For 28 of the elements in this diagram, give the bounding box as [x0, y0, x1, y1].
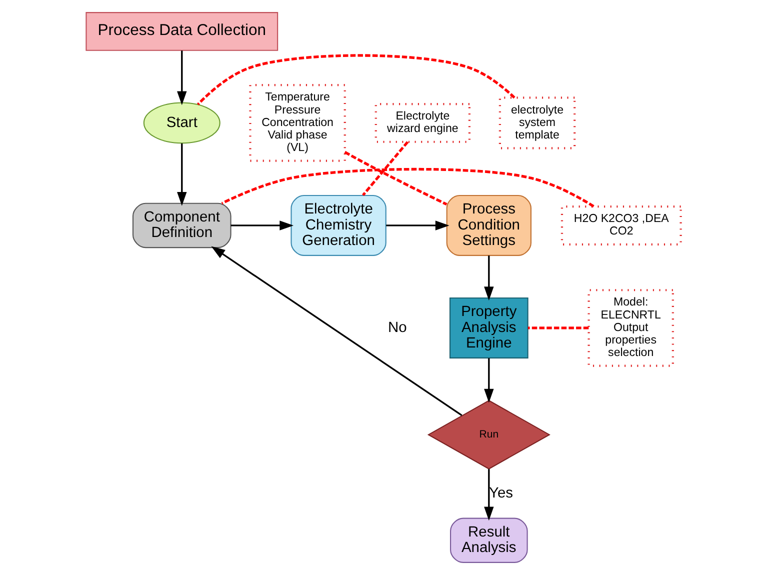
- node-box: Process Condition Settings: [446, 194, 531, 256]
- arrow: [484, 358, 494, 403]
- arrow: [386, 220, 449, 230]
- arrow: [176, 50, 186, 106]
- connector: [220, 168, 594, 208]
- edge-label: No: [388, 320, 406, 336]
- node-box: electrolyte system template: [498, 96, 576, 150]
- connector: [344, 150, 447, 206]
- node-box: Component Definition: [132, 202, 231, 248]
- node-box: Model: ELECNRTL Output properties selection: [587, 289, 674, 367]
- node-ellipse: Start: [142, 102, 220, 144]
- node-box: Electrolyte Chemistry Generation: [290, 194, 386, 256]
- arrow: [210, 246, 462, 416]
- node-box: Process Data Collection: [85, 12, 278, 51]
- arrow: [484, 469, 494, 521]
- node-box: Temperature Pressure Concentration Valid phase (VL): [248, 84, 346, 162]
- arrow: [230, 220, 294, 230]
- node-diamond: Run: [426, 400, 550, 470]
- connector: [196, 54, 515, 106]
- edge-label: Yes: [488, 485, 513, 502]
- node-box: Property Analysis Engine: [448, 298, 528, 358]
- node-box: Result Analysis: [450, 518, 528, 563]
- arrow: [484, 256, 494, 300]
- connector: [362, 141, 408, 196]
- connector: [528, 326, 588, 330]
- arrow: [176, 143, 186, 206]
- node-box: H2O K2CO3 ,DEA CO2: [560, 205, 682, 246]
- node-box: Electrolyte wizard engine: [374, 102, 470, 143]
